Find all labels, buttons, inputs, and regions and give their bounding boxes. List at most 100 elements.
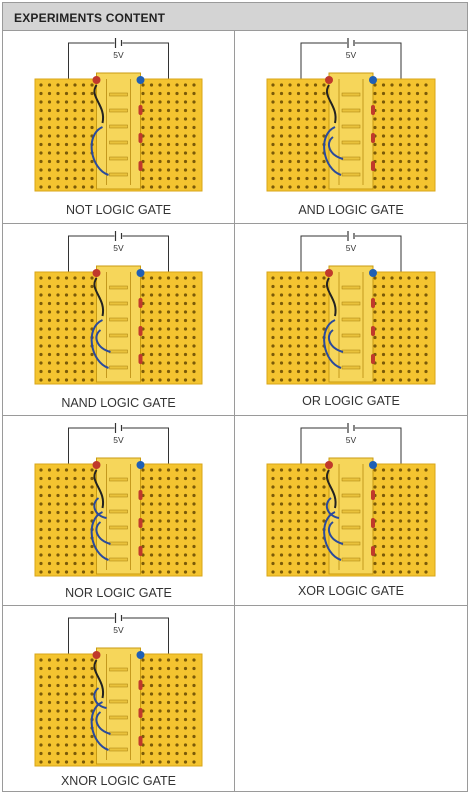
supply-wire (68, 235, 115, 274)
module-chip (109, 525, 128, 530)
blue-wire (90, 126, 109, 176)
module-chip (109, 509, 128, 514)
switch-peg (138, 105, 143, 115)
module-chip (341, 509, 361, 514)
module-chip (109, 747, 128, 752)
blue-terminal (136, 269, 145, 277)
circuit-image: 5V (266, 38, 436, 192)
module-chip (109, 683, 128, 688)
supply-voltage-label: 5V (113, 435, 124, 445)
module-chip (341, 140, 361, 145)
breadboard-holes (39, 658, 196, 764)
module-chip (109, 699, 128, 704)
supply-wire (122, 427, 169, 466)
blue-wire (93, 497, 107, 519)
module-chip (341, 365, 361, 370)
red-terminal (92, 651, 101, 659)
switch-peg (138, 736, 143, 746)
blue-wire (95, 711, 111, 735)
supply-wire (122, 617, 169, 656)
switch-peg (371, 546, 375, 556)
blue-terminal (369, 76, 377, 84)
supply-voltage-label: 5V (113, 243, 124, 253)
supply-wire (355, 427, 402, 466)
circuit-image: 5V (34, 423, 203, 577)
blue-terminal (136, 651, 145, 659)
supply-wire (68, 617, 115, 656)
module-chip (341, 156, 361, 161)
switch-peg (371, 161, 375, 171)
switch-peg (138, 133, 143, 143)
circuit-image: 5V (34, 38, 203, 192)
blue-terminal (136, 461, 145, 469)
switch-peg (138, 326, 143, 336)
supply-wire (122, 42, 169, 81)
experiment-caption: AND LOGIC GATE (298, 203, 404, 217)
table-title: EXPERIMENTS CONTENT (14, 11, 166, 25)
module-chip (109, 667, 128, 672)
module-chip (341, 108, 361, 113)
experiment-cell-and: 5V AND LOGIC GATE (235, 31, 467, 223)
dark-wire (93, 84, 105, 124)
breadboard-holes (39, 83, 196, 189)
module-chip (109, 333, 128, 338)
red-terminal (325, 76, 333, 84)
switch-peg (138, 490, 143, 500)
blue-wire (327, 329, 344, 353)
experiment-cell-nor: 5V NOR LOGIC GATE (3, 416, 234, 605)
supply-wire (300, 427, 347, 466)
dark-wire (93, 277, 105, 317)
supply-voltage-label: 5V (346, 243, 357, 253)
dark-wire (326, 469, 337, 509)
module-chip (341, 525, 361, 530)
module-chip (341, 172, 361, 177)
experiment-caption: NOT LOGIC GATE (65, 203, 172, 217)
circuit-image: 5V (266, 423, 436, 577)
switch-peg (371, 326, 375, 336)
module-chip (341, 349, 361, 354)
module-chip (341, 124, 361, 129)
blue-wire (90, 319, 109, 369)
row-divider (3, 415, 467, 416)
row-divider (3, 223, 467, 224)
blue-wire (95, 521, 111, 545)
module-chip (341, 301, 361, 306)
red-terminal (92, 461, 101, 469)
module-chip (109, 108, 128, 113)
dark-wire (326, 277, 337, 317)
switch-peg (138, 161, 143, 171)
supply-wire (300, 235, 347, 274)
logic-module (96, 265, 141, 383)
red-terminal (325, 461, 333, 469)
blue-terminal (136, 76, 145, 84)
red-terminal (92, 76, 101, 84)
breadboard-holes (39, 276, 196, 382)
blue-wire (323, 319, 342, 369)
switch-peg (371, 105, 375, 115)
switch-peg (138, 354, 143, 364)
module-chip (341, 477, 361, 482)
supply-wire (355, 42, 402, 81)
switch-peg (371, 354, 375, 364)
module-chip (341, 493, 361, 498)
logic-module (328, 457, 374, 575)
experiment-cell-xor: 5V XOR LOGIC GATE (235, 416, 467, 605)
logic-module (96, 457, 141, 575)
row-divider (3, 605, 467, 606)
circuit-image: 5V (266, 231, 436, 385)
blue-wire (95, 329, 111, 353)
logic-module (328, 265, 374, 383)
supply-voltage-label: 5V (346, 50, 357, 60)
switch-peg (138, 298, 143, 308)
blue-terminal (369, 461, 377, 469)
experiment-cell-or: 5V OR LOGIC GATE (235, 224, 467, 415)
supply-voltage-label: 5V (113, 625, 124, 635)
supply-wire (68, 42, 115, 81)
experiment-cell-nand: 5V NAND LOGIC GATE (3, 224, 234, 415)
switch-peg (138, 680, 143, 690)
switch-peg (371, 518, 375, 528)
module-chip (341, 557, 361, 562)
circuit-image: 5V (34, 613, 203, 767)
module-chip (109, 365, 128, 370)
blue-wire (327, 521, 344, 545)
